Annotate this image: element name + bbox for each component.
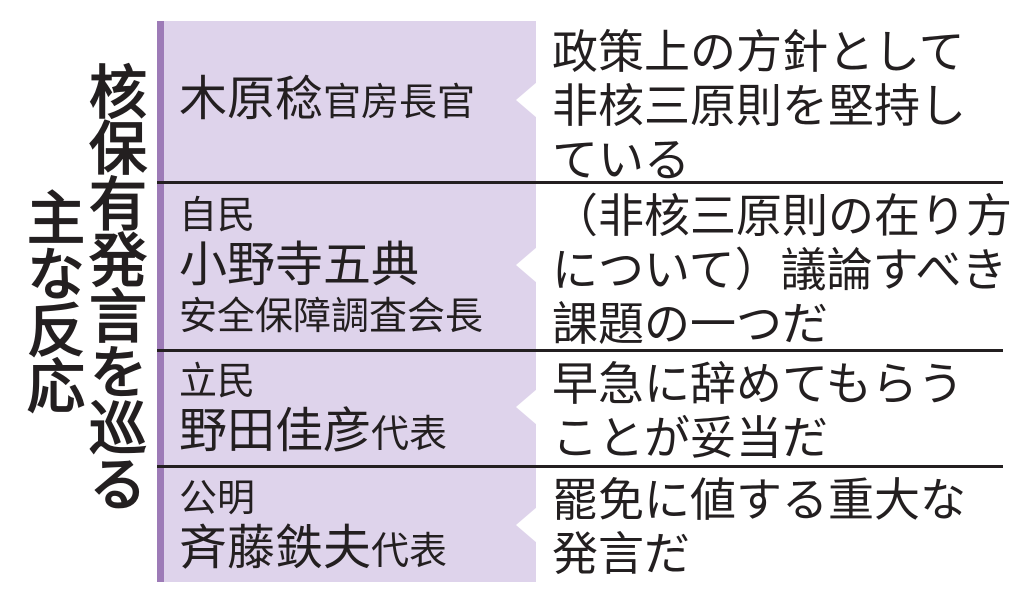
quote-line: ている (552, 133, 690, 187)
speaker-name-line: 野田佳彦代表 (179, 403, 529, 462)
quote-line: 早急に辞めてもらう (552, 357, 964, 411)
infographic-title: 核保有発言を巡る 主な反応 (0, 0, 155, 603)
speaker-column-background (164, 21, 536, 582)
pointer-notch-icon (516, 389, 537, 425)
title-line-2: 主な反応 (17, 188, 85, 412)
party-name: 立民 (179, 359, 256, 403)
quote-line: （非核三原則の在り方 (552, 189, 1012, 243)
speaker-position: 安全保障調査会長 (179, 294, 484, 338)
title-line-1: 核保有発言を巡る (79, 62, 147, 510)
speaker-cell: 公明 斉藤鉄夫代表 (179, 476, 529, 579)
quote-cell: 早急に辞めてもらう ことが妥当だ (552, 357, 1002, 465)
quote-cell: 政策上の方針として 非核三原則を堅持し ている (552, 25, 1002, 187)
quote-line: 政策上の方針として (552, 25, 965, 79)
speaker-name: 木原稔 (179, 71, 324, 127)
reactions-table: 木原稔官房長官 政策上の方針として 非核三原則を堅持し ている 自民 小野寺五典… (157, 21, 1012, 582)
speaker-cell: 自民 小野寺五典 安全保障調査会長 (179, 193, 529, 339)
speaker-cell: 立民 野田佳彦代表 (179, 359, 529, 462)
speaker-name-line: 斉藤鉄夫代表 (179, 520, 529, 579)
pointer-notch-icon (516, 247, 537, 283)
party-name: 自民 (179, 193, 256, 237)
speaker-position: 代表 (371, 412, 448, 456)
speaker-name: 斉藤鉄夫 (179, 520, 372, 576)
row-divider (157, 465, 1003, 468)
pointer-notch-icon (516, 507, 537, 543)
speaker-cell: 木原稔官房長官 (179, 71, 529, 130)
quote-line: ことが妥当だ (552, 411, 828, 465)
speaker-position: 官房長官 (323, 80, 476, 124)
quote-line: 非核三原則を堅持し (552, 79, 966, 133)
quote-line: について）議論すべき (552, 243, 1008, 297)
quote-line: 課題の一つだ (552, 297, 828, 351)
quote-cell: 罷免に値する重大な 発言だ (552, 473, 1002, 581)
accent-bar (157, 21, 164, 582)
quote-cell: （非核三原則の在り方 について）議論すべき 課題の一つだ (552, 189, 1012, 351)
speaker-name: 小野寺五典 (179, 237, 420, 293)
party-name: 公明 (179, 476, 256, 520)
pointer-notch-icon (516, 82, 537, 118)
speaker-position: 代表 (371, 529, 448, 573)
speaker-name: 野田佳彦 (179, 403, 372, 459)
quote-line: 罷免に値する重大な (552, 473, 966, 527)
row-divider (157, 181, 1003, 184)
speaker-name-line: 木原稔官房長官 (179, 71, 529, 130)
row-divider (157, 349, 1003, 352)
quote-line: 発言だ (552, 527, 690, 581)
